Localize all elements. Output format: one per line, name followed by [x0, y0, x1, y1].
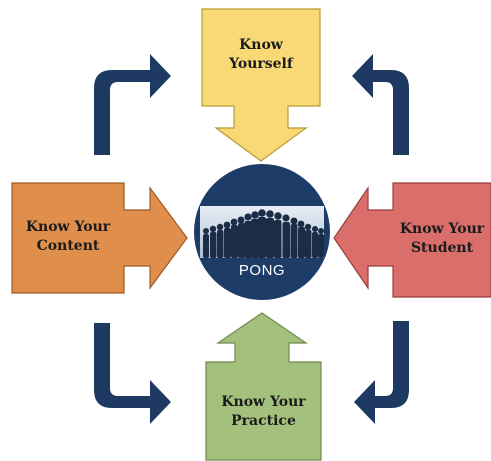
cycle-arrow-top-left [94, 54, 171, 155]
people-photo [200, 206, 324, 258]
right-box-label: Know Your Student [399, 221, 485, 256]
cycle-arrow-bottom-left [94, 323, 171, 424]
pong-label: PONG [238, 262, 286, 279]
silhouettes [203, 209, 324, 258]
cycle-arrow-top-right [352, 54, 409, 155]
bottom-box-shape [205, 312, 322, 461]
top-box-label: Know Yourself [229, 37, 293, 72]
cycle-arrow-bottom-right [354, 321, 409, 424]
left-box-label: Know Your Content [25, 219, 111, 254]
right-box-shape [333, 182, 491, 298]
bottom-box-label: Know Your Practice [221, 394, 306, 429]
left-box-shape [11, 182, 188, 294]
top-box-shape [201, 8, 321, 162]
